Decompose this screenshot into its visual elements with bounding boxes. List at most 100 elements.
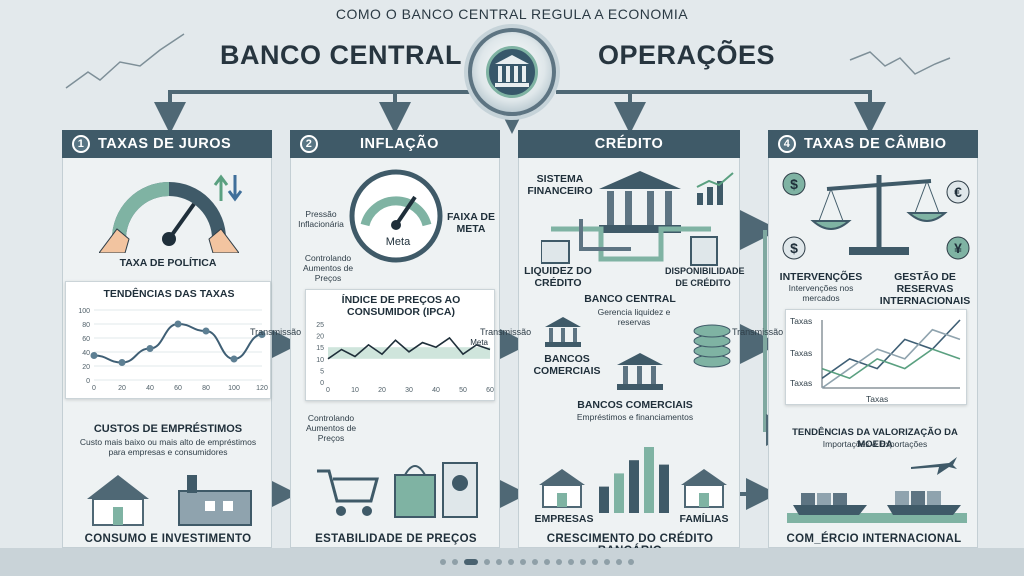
panel-header: CRÉDITO <box>518 130 740 158</box>
pager-dot-active[interactable] <box>464 559 478 565</box>
y-tick-label: 0 <box>86 378 90 385</box>
x-tick-label: 60 <box>486 387 494 394</box>
bank-icon-svg <box>495 55 529 87</box>
series-line <box>821 328 961 389</box>
y-tick-label: 0 <box>320 380 324 387</box>
pager-dot[interactable] <box>616 559 622 565</box>
fx-x-label: Taxas <box>866 394 889 404</box>
target-band-meta-label: Meta <box>470 338 488 347</box>
central-bank-label: BANCO CENTRAL <box>584 293 676 305</box>
x-tick-label: 100 <box>228 385 240 392</box>
factory-icon <box>178 475 252 526</box>
y-tick-label: 100 <box>78 308 90 315</box>
bar <box>659 464 669 513</box>
y-tick-label: 10 <box>316 357 324 364</box>
inflation-pressure-label: Pressão Inflacionária <box>298 209 344 229</box>
pager-dot[interactable] <box>628 559 634 565</box>
house-icon-companies <box>539 469 585 508</box>
rate-trends-title: TENDÊNCIAS DAS TAXAS <box>103 288 235 300</box>
scale-icon <box>810 175 948 255</box>
panel-title: TAXAS DE CÂMBIO <box>804 136 947 152</box>
x-tick-label: 50 <box>459 387 467 394</box>
pager-dot[interactable] <box>592 559 598 565</box>
panel-number: 4 <box>778 135 796 153</box>
gauge-icon <box>99 182 239 253</box>
y-tick-label: 20 <box>82 364 90 371</box>
pager-dot[interactable] <box>484 559 490 565</box>
data-point <box>258 331 266 338</box>
deco-spark-left <box>65 33 185 89</box>
y-tick-label: 40 <box>82 350 90 357</box>
x-tick-label: 80 <box>202 385 210 392</box>
fx-chart <box>821 319 961 389</box>
pager-dot[interactable] <box>508 559 514 565</box>
deco-spark-right <box>849 51 951 75</box>
transmission-label-1: Transmissão <box>250 327 302 337</box>
pager-dot[interactable] <box>568 559 574 565</box>
panel2-footer: ESTABILIDADE DE PREÇOS <box>315 533 477 545</box>
y-tick-label: 5 <box>320 368 324 375</box>
bank-icon-small <box>545 317 581 347</box>
euro-icon: € <box>946 180 970 204</box>
page-title-right: OPERAÇÕES <box>598 40 776 70</box>
fx-chart-card: Taxas Taxas Taxas Taxas <box>785 309 967 405</box>
bank-icon <box>486 46 538 98</box>
credit-growth-bars <box>599 447 669 513</box>
pager-dot[interactable] <box>604 559 610 565</box>
panel-inflation: 2 INFLAÇÃO Meta Pressão Inflacionária FA… <box>290 130 500 548</box>
bank-icon <box>599 171 681 233</box>
pager-dot[interactable] <box>452 559 458 565</box>
interventions-desc: Intervenções nos mercados <box>788 283 854 303</box>
top-arrow-right <box>556 90 886 134</box>
coin-stack-icon <box>693 324 731 368</box>
pressure-gauge-icon <box>349 169 443 263</box>
pager-dot[interactable] <box>440 559 446 565</box>
panel-header: 1 TAXAS DE JUROS <box>62 130 272 158</box>
house-icon <box>87 475 149 526</box>
meta-label: Meta <box>385 236 411 248</box>
x-tick-label: 30 <box>405 387 413 394</box>
pager-dot[interactable] <box>544 559 550 565</box>
pager-dots <box>440 559 634 565</box>
data-point <box>202 327 210 335</box>
dollar-icon: $ <box>782 172 806 196</box>
pager-dot[interactable] <box>556 559 562 565</box>
panel-header: 2 INFLAÇÃO <box>290 130 500 158</box>
bank-icon-center <box>617 353 663 390</box>
shopping-bag-icon <box>394 462 478 518</box>
currency-trend-title: TENDÊNCIAS DA VALORIZAÇÃO DA MOEDA <box>792 427 958 450</box>
currency-trend-desc: Importações & Exportações <box>822 439 928 449</box>
pager-dot[interactable] <box>532 559 538 565</box>
companies-label: EMPRESAS <box>534 513 594 525</box>
x-tick-label: 40 <box>146 385 154 392</box>
series-line <box>821 319 961 379</box>
fx-y-label-1: Taxas <box>790 316 813 326</box>
target-band-label: FAIXA DE META <box>446 211 496 235</box>
yen-icon: ¥ <box>946 236 970 260</box>
bar <box>629 460 639 513</box>
ipca-title: ÍNDICE DE PREÇOS AO CONSUMIDOR (IPCA) <box>341 294 461 318</box>
panel-title: CRÉDITO <box>594 136 664 152</box>
financial-system-label: SISTEMA FINANCEIRO <box>527 173 593 197</box>
pager-dot[interactable] <box>496 559 502 565</box>
loans-desc: Empréstimos e financiamentos <box>576 412 694 422</box>
credit-availability-label: DISPONIBILIDADE DE CRÉDITO <box>665 266 745 288</box>
panel1-footer: CONSUMO E INVESTIMENTO <box>84 533 252 545</box>
house-icon-families <box>681 469 727 508</box>
x-tick-label: 60 <box>174 385 182 392</box>
series-line <box>327 336 491 360</box>
bar <box>599 486 609 513</box>
pager-dot[interactable] <box>520 559 526 565</box>
x-tick-label: 20 <box>378 387 386 394</box>
series-line <box>93 322 263 364</box>
plane-icon <box>911 457 957 475</box>
panel4-footer: COM_ÉRCIO INTERNACIONAL <box>786 533 962 545</box>
pager-dot[interactable] <box>580 559 586 565</box>
ipca-card: ÍNDICE DE PREÇOS AO CONSUMIDOR (IPCA) Me… <box>305 289 495 401</box>
credit-liquidity-label: LIQUIDEZ DO CRÉDITO <box>524 265 592 289</box>
bar <box>614 473 624 513</box>
bar-trend-icon <box>696 172 734 205</box>
controlling-prices-label-2: Controlando Aumentos de Preços <box>305 413 357 443</box>
